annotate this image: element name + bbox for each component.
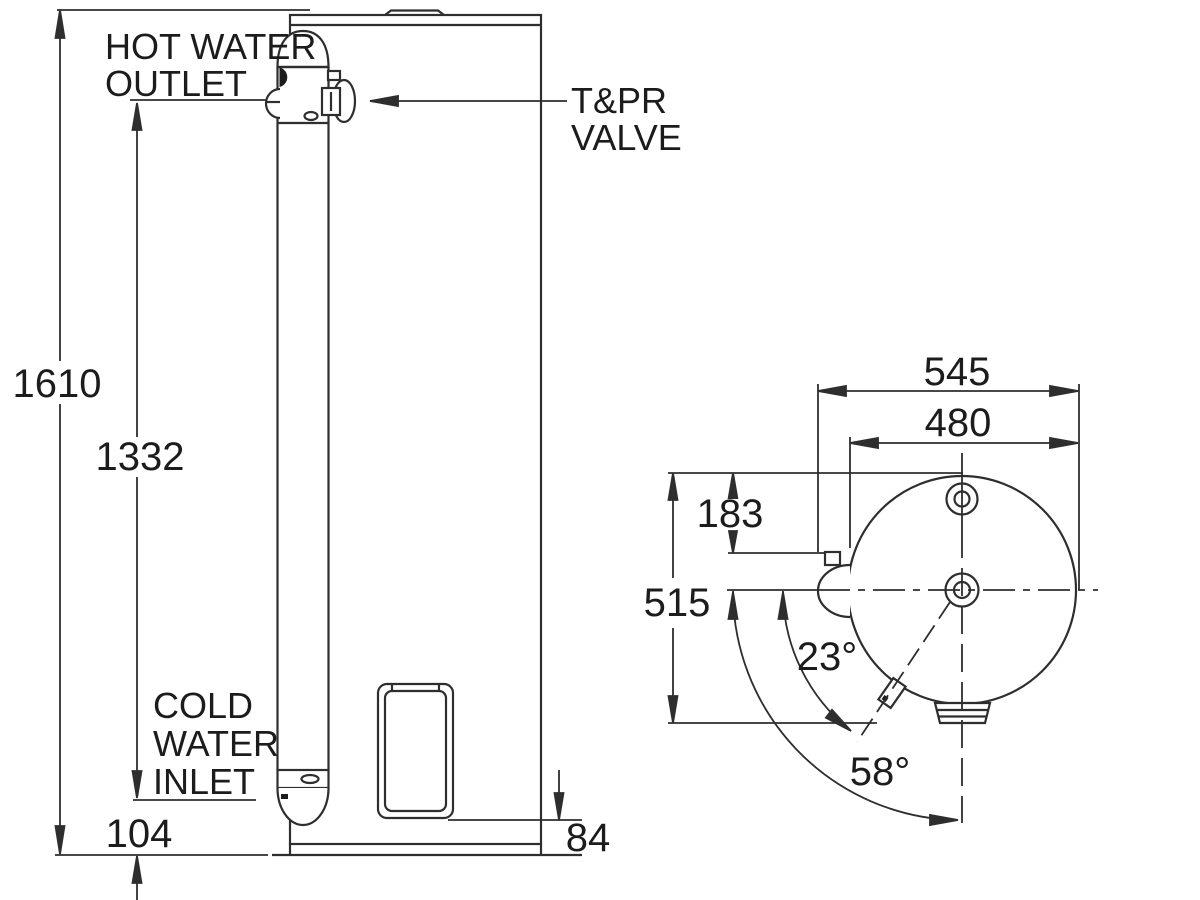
dim-104: 104 bbox=[106, 812, 173, 856]
drawing-text: HOT WATER OUTLET T&PR VALVE COLD WATER I… bbox=[13, 26, 992, 860]
dim-1332-lines bbox=[131, 102, 143, 799]
access-panel bbox=[376, 682, 455, 820]
front-view bbox=[264, 9, 582, 857]
dim-545: 545 bbox=[924, 350, 991, 394]
hot-water-outlet-pipe bbox=[264, 29, 357, 827]
tpr-leader bbox=[369, 94, 567, 108]
dim-104-lines bbox=[131, 855, 143, 900]
tank-top-seam-bump bbox=[384, 9, 445, 16]
cold-water-inlet-label-3: INLET bbox=[153, 761, 255, 802]
dim-515-lines bbox=[667, 472, 679, 724]
dim-84-lines bbox=[448, 770, 582, 821]
top-view-dimensions bbox=[667, 384, 1080, 827]
tpr-valve-fitting bbox=[303, 69, 357, 124]
center-lines bbox=[727, 453, 1098, 823]
angle-arcs bbox=[727, 590, 959, 827]
dim-1332: 1332 bbox=[96, 435, 185, 479]
hot-water-outlet-label-2: OUTLET bbox=[105, 63, 247, 104]
front-view-dimensions bbox=[54, 9, 582, 900]
dim-183: 183 bbox=[697, 492, 764, 536]
hot-water-outlet-label-1: HOT WATER bbox=[105, 26, 316, 67]
tpr-valve-label-1: T&PR bbox=[571, 80, 667, 121]
tpr-plan-bump bbox=[816, 550, 851, 619]
angle-23: 23° bbox=[797, 635, 858, 679]
outlet-spout bbox=[264, 87, 281, 120]
dim-515: 515 bbox=[644, 581, 711, 625]
tpr-valve-label-2: VALVE bbox=[571, 117, 682, 158]
dim-480-lines bbox=[849, 436, 1079, 548]
element-axis-line bbox=[856, 601, 951, 743]
angle-58: 58° bbox=[850, 750, 911, 794]
dim-1610: 1610 bbox=[13, 362, 102, 406]
drain-fitting bbox=[933, 701, 992, 725]
dim-545-lines bbox=[817, 384, 1080, 590]
valve-detail-dark bbox=[279, 67, 288, 87]
arc-58 bbox=[732, 590, 954, 821]
cold-water-inlet-cap bbox=[276, 768, 330, 827]
dim-1610-lines bbox=[54, 9, 310, 856]
dim-480: 480 bbox=[925, 401, 992, 445]
dim-183-lines bbox=[727, 472, 739, 554]
dim-183-mask bbox=[700, 499, 760, 529]
cold-water-inlet-label-2: WATER bbox=[153, 723, 279, 764]
top-view bbox=[727, 453, 1098, 823]
dim-84: 84 bbox=[566, 816, 611, 860]
cold-water-inlet-label-1: COLD bbox=[153, 685, 253, 726]
